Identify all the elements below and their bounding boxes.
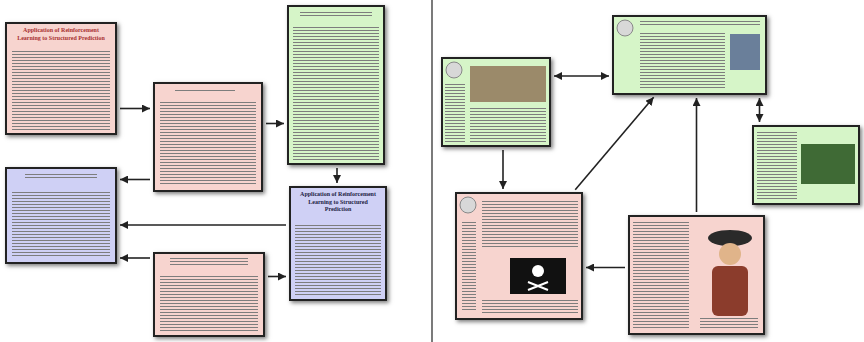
panel-divider [431, 0, 432, 342]
page-title: Application of Reinforcement Learning to… [291, 188, 385, 214]
wiki-globe [460, 197, 476, 213]
text-lines [170, 257, 248, 267]
connector-arrow [575, 97, 653, 189]
connector-arrow [120, 224, 286, 226]
photo [730, 34, 760, 70]
page-thumbnail: Application of Reinforcement Learning to… [289, 186, 387, 301]
connector-arrow [554, 75, 609, 77]
skull [532, 265, 544, 277]
text-lines [633, 221, 689, 329]
text-lines [640, 32, 725, 90]
connector-arrow [336, 168, 338, 183]
page-thumbnail [628, 215, 765, 335]
wiki-globe [617, 20, 633, 36]
text-lines [295, 224, 381, 296]
pirate-face [719, 243, 741, 265]
photo [470, 66, 546, 102]
page-thumbnail [153, 252, 265, 337]
page-thumbnail [5, 167, 117, 264]
text-lines [293, 26, 379, 160]
text-lines [445, 84, 465, 142]
text-lines [25, 172, 97, 180]
pirate-body [712, 266, 748, 316]
text-lines [757, 130, 797, 200]
photo [801, 144, 855, 184]
page-thumbnail [153, 82, 263, 192]
connector-arrow [696, 98, 698, 212]
text-lines [700, 316, 758, 330]
text-lines [482, 200, 578, 248]
page-thumbnail: Application of Reinforcement Learning to… [5, 22, 117, 135]
page-thumbnail [752, 125, 860, 205]
wiki-globe [446, 62, 462, 78]
text-lines [12, 190, 110, 258]
text-lines [462, 220, 476, 310]
connector-arrow [268, 276, 286, 278]
connector-arrow [120, 108, 150, 110]
page-thumbnail [455, 192, 583, 320]
connector-arrow [586, 267, 625, 269]
connector-arrow [266, 123, 284, 125]
connector-arrow [502, 150, 504, 189]
pirate-hat [708, 230, 752, 246]
connector-arrow [759, 98, 761, 122]
text-lines [482, 300, 578, 315]
connector-arrow [120, 179, 150, 181]
text-lines [175, 88, 235, 93]
text-lines [300, 10, 372, 18]
connector-arrow [120, 257, 150, 259]
text-lines [640, 20, 760, 26]
crossbones [528, 282, 548, 290]
page-title: Application of Reinforcement Learning to… [7, 24, 115, 42]
jolly-roger-flag [510, 258, 566, 294]
text-lines [160, 102, 256, 186]
text-lines [12, 50, 110, 130]
text-lines [160, 275, 258, 331]
page-thumbnail [287, 5, 385, 165]
page-thumbnail [441, 57, 551, 147]
page-thumbnail [612, 15, 767, 95]
text-lines [470, 107, 546, 143]
